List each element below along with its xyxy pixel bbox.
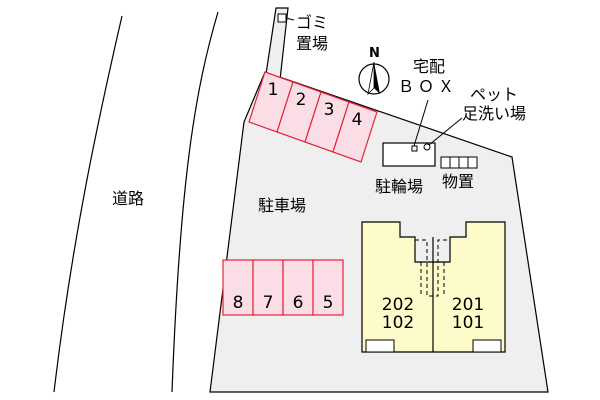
unit-101: 101 <box>451 313 485 333</box>
unit-201: 201 <box>451 295 485 315</box>
parking-number-top: 1 <box>267 80 279 100</box>
unit-202: 202 <box>381 295 415 315</box>
parking-number-bottom: 8 <box>232 293 244 313</box>
entrance-left <box>365 339 395 353</box>
parking-number-bottom: 6 <box>292 293 304 313</box>
pet-wash <box>423 143 431 151</box>
trash-leader <box>285 17 295 21</box>
pet-label-2: 足洗い場 <box>462 104 527 123</box>
parking-space-bottom <box>312 259 344 316</box>
storage-units <box>440 156 478 169</box>
parking-label: 駐車場 <box>258 196 307 215</box>
north-arrow-icon <box>358 61 390 96</box>
road-edge-right <box>171 11 219 393</box>
entrance-right <box>472 339 502 353</box>
parking-number-top: 4 <box>351 110 363 130</box>
bicycle-shelter <box>382 142 436 167</box>
stair-dashed-2 <box>420 262 445 296</box>
trash-box <box>277 13 287 23</box>
road-edge-left <box>53 15 123 393</box>
pet-label-1: ペット <box>470 85 519 104</box>
parking-space-bottom <box>252 259 284 316</box>
unit-102: 102 <box>381 313 415 333</box>
parking-number-top: 3 <box>323 100 335 120</box>
pet-leader <box>428 117 463 146</box>
parking-number-bottom: 7 <box>262 293 274 313</box>
bicycle-label: 駐輪場 <box>375 177 424 196</box>
delivery-box <box>411 145 418 152</box>
parking-space-bottom <box>222 259 254 316</box>
parking-top-group <box>248 71 378 163</box>
delivery-leader <box>413 99 429 147</box>
north-label: N <box>369 46 380 61</box>
parking-number-bottom: 5 <box>322 293 334 313</box>
parking-bottom-group <box>222 259 344 316</box>
stair-dashed <box>415 239 450 297</box>
trash-label-2: 置場 <box>296 34 329 53</box>
parking-number-top: 2 <box>295 90 307 110</box>
delivery-label-1: 宅配 <box>413 57 446 76</box>
parking-space-top <box>332 101 378 163</box>
storage-label: 物置 <box>442 172 475 191</box>
trash-label-1: ゴミ <box>296 13 329 32</box>
parking-space-bottom <box>282 259 314 316</box>
delivery-label-2: ＢＯＸ <box>398 77 459 96</box>
road-label: 道路 <box>112 189 145 208</box>
